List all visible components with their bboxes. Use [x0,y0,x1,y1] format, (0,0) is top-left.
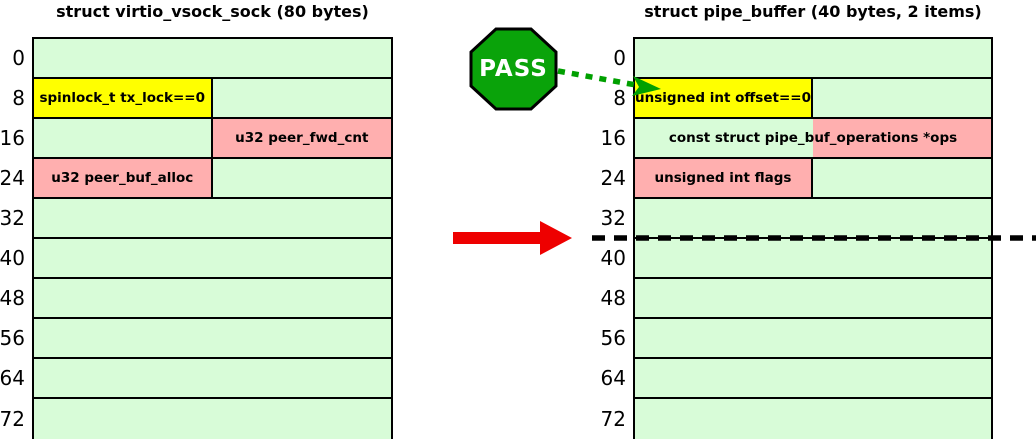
struct-row-offset-0: 0 [12,39,391,79]
field-cell: u32 peer_fwd_cnt [212,119,391,157]
hole-cell [635,199,991,237]
offset-label: 64 [0,366,25,390]
hole-cell [34,279,391,317]
field-cell: unsigned int offset==0 [635,79,813,117]
struct-row-offset-48: 48 [601,279,991,319]
field-label: unsigned int flags [654,170,792,186]
struct-row-offset-64: 64 [601,359,991,399]
hole-cell [34,119,213,157]
field-label: const struct pipe_buf_operations *ops [668,130,958,146]
field-cell: unsigned int flags [635,159,813,197]
struct-row-offset-56: 56 [0,319,391,359]
field-label: unsigned int offset==0 [635,90,811,106]
right-struct-title: struct pipe_buffer (40 bytes, 2 items) [644,2,982,21]
field-cell: const struct pipe_buf_operations *ops [635,119,991,157]
left-struct-title: struct virtio_vsock_sock (80 bytes) [56,2,369,21]
hole-cell [635,359,991,397]
struct-row-offset-8: 8 spinlock_t tx_lock==0 [12,79,391,119]
right-struct-box: 0 8 unsigned int offset==0 16 const struct p… [601,37,993,439]
field-label: spinlock_t tx_lock==0 [39,90,206,106]
offset-label: 64 [600,366,626,390]
struct-row-offset-72: 72 [0,399,391,439]
hole-cell [212,159,391,197]
struct-row-offset-56: 56 [601,319,991,359]
field-label: u32 peer_buf_alloc [51,170,194,186]
offset-label: 72 [600,407,626,431]
struct-row-offset-72: 72 [601,399,991,439]
struct-row-offset-64: 64 [0,359,391,399]
struct-row-offset-16: 16 const struct pipe_buf_operations *ops [601,119,991,159]
hole-cell [34,199,391,237]
field-label: u32 peer_fwd_cnt [235,130,369,146]
offset-label: 0 [613,46,626,70]
struct-row-offset-24: 24 u32 peer_buf_alloc [0,159,391,199]
offset-label: 40 [600,246,626,270]
field-cell: spinlock_t tx_lock==0 [34,79,213,117]
struct-row-offset-8: 8 unsigned int offset==0 [613,79,991,119]
offset-label: 0 [12,46,25,70]
hole-cell [635,279,991,317]
struct-row-offset-32: 32 [0,199,391,239]
offset-label: 32 [600,206,626,230]
struct-row-offset-32: 32 [601,199,991,239]
offset-label: 16 [0,126,25,150]
struct-row-offset-24: 24 unsigned int flags [601,159,991,199]
offset-label: 8 [613,86,626,110]
offset-label: 72 [0,407,25,431]
offset-label: 48 [600,286,626,310]
offset-label: 56 [0,326,25,350]
struct-row-offset-40: 40 [601,239,991,279]
struct-row-offset-40: 40 [0,239,391,279]
hole-cell [34,359,391,397]
offset-label: 24 [0,166,25,190]
hole-cell [212,79,391,117]
pass-badge-label: PASS [479,56,548,82]
hole-cell [813,79,991,117]
hole-cell [635,399,991,439]
struct-row-offset-48: 48 [0,279,391,319]
offset-label: 48 [0,286,25,310]
offset-label: 32 [0,206,25,230]
hole-cell [813,159,991,197]
red-arrow-icon [453,221,572,255]
hole-cell [635,239,991,277]
offset-label: 56 [600,326,626,350]
field-cell: u32 peer_buf_alloc [34,159,213,197]
hole-cell [34,399,391,439]
hole-cell [34,239,391,277]
offset-label: 8 [12,86,25,110]
offset-label: 40 [0,246,25,270]
offset-label: 16 [600,126,626,150]
hole-cell [635,319,991,357]
struct-row-offset-0: 0 [613,39,991,79]
hole-cell [34,39,391,77]
struct-row-offset-16: 16 u32 peer_fwd_cnt [0,119,391,159]
offset-label: 24 [600,166,626,190]
hole-cell [635,39,991,77]
left-struct-box: 0 8 spinlock_t tx_lock==0 16 u32 peer_fwd_cn… [0,37,393,439]
hole-cell [34,319,391,357]
